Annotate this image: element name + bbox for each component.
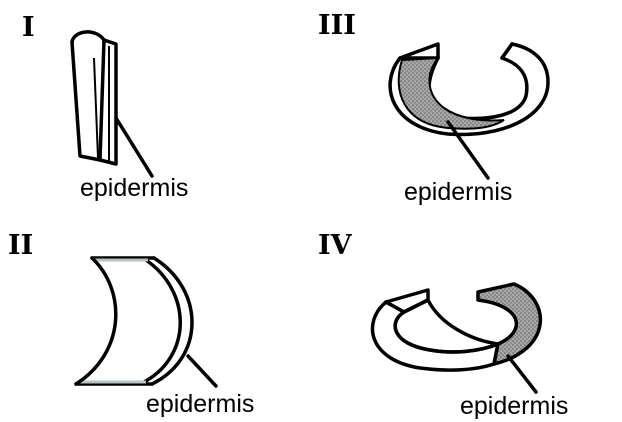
panel-iv-leader-line	[508, 356, 536, 392]
panel-iv-numeral: IV	[318, 230, 353, 261]
panel-iii-numeral: III	[318, 10, 356, 41]
panel-i-leaf-strip	[72, 32, 116, 164]
panel-ii-numeral: II	[8, 230, 33, 261]
panel-i: I epidermis	[22, 12, 188, 202]
panel-iii-curled-leaf	[390, 44, 548, 135]
panel-ii-leaf-section	[76, 258, 192, 384]
panel-ii-leader-line	[188, 356, 216, 386]
panel-ii: II epidermis	[8, 230, 254, 418]
panel-iii-label: epidermis	[404, 178, 512, 206]
panel-iii-leader-line	[448, 122, 488, 178]
panel-iv: IV epidermis	[318, 230, 568, 420]
panel-i-leader-line	[116, 118, 152, 176]
panel-iv-curled-leaf	[372, 284, 540, 370]
panel-iv-label: epidermis	[460, 392, 568, 420]
panel-ii-label: epidermis	[146, 390, 254, 418]
panel-i-label: epidermis	[80, 174, 188, 202]
panel-iii: III epidermis	[318, 10, 548, 206]
panel-i-numeral: I	[22, 12, 35, 43]
